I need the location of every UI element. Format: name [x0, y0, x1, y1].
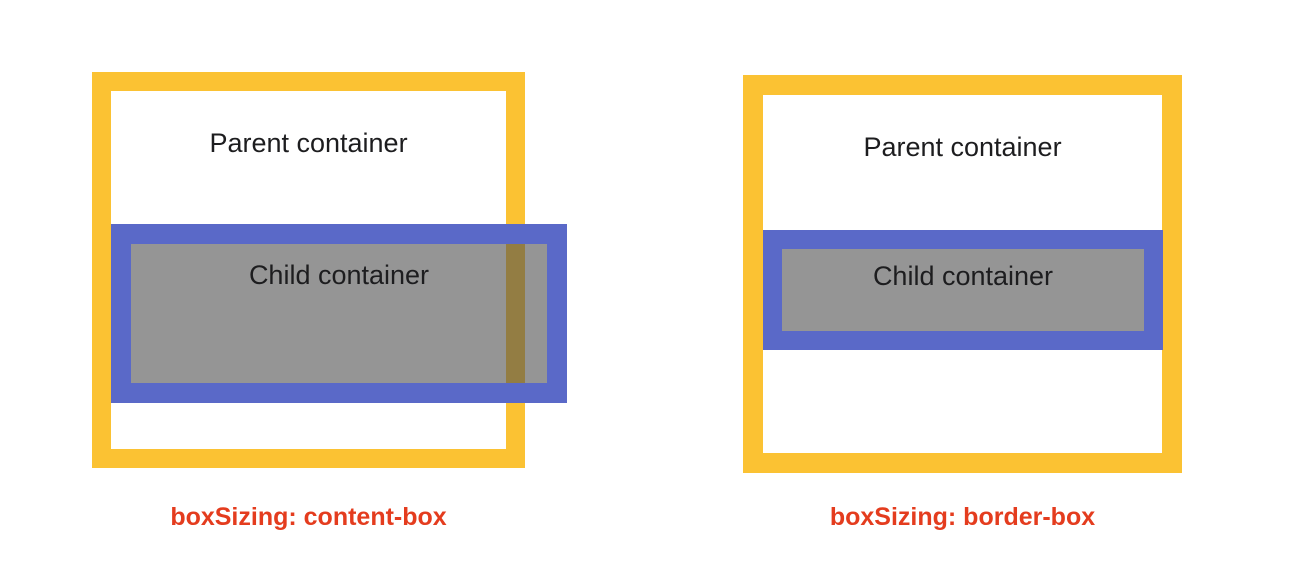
child-container-box-border-box: Child container [763, 230, 1163, 350]
parent-container-label: Parent container [863, 132, 1062, 162]
child-fill: Child container [782, 249, 1144, 331]
caption-border-box: boxSizing: border-box [829, 503, 1096, 531]
child-container-label: Child container [872, 261, 1054, 291]
caption-content-box: boxSizing: content-box [170, 503, 447, 531]
child-container-box-content-box: Child container [111, 224, 567, 403]
child-fill: Child container [131, 244, 547, 383]
child-container-label: Child container [248, 260, 430, 290]
parent-container-label: Parent container [209, 128, 408, 158]
